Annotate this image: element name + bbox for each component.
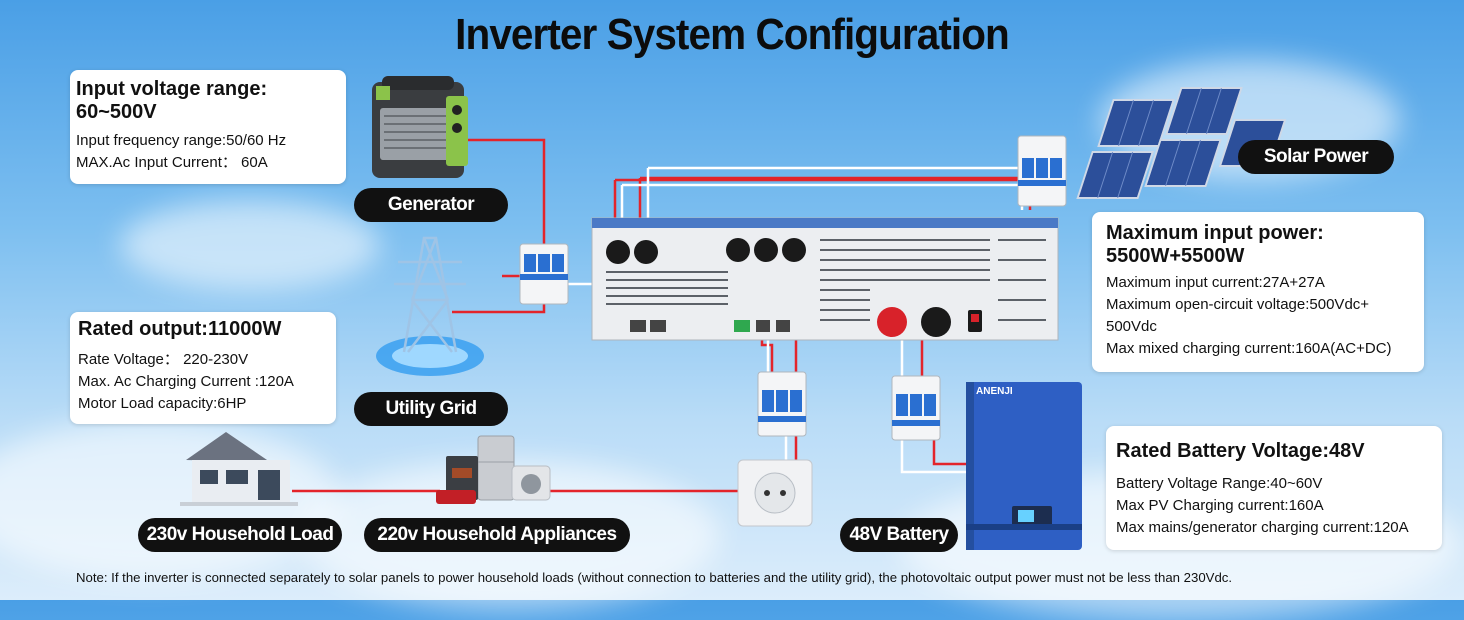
max-ac-input-current: MAX.Ac Input Current： 60A <box>76 154 268 171</box>
generator-label: Generator <box>354 188 508 222</box>
wall-socket-icon <box>737 459 813 527</box>
rate-voltage: Rate Voltage： 220-230V <box>78 351 249 368</box>
max-input-power-heading: Maximum input power: <box>1106 222 1324 244</box>
cloud <box>120 200 380 290</box>
footnote: Note: If the inverter is connected separ… <box>76 570 1233 585</box>
solar-power-label: Solar Power <box>1238 140 1394 174</box>
battery-voltage-range: Battery Voltage Range:40~60V <box>1116 475 1323 492</box>
breaker-icon <box>519 243 569 305</box>
rated-output-card: Rated output:11000W Rate Voltage： 220-23… <box>70 312 336 424</box>
transmission-tower-icon <box>376 236 484 376</box>
breaker-icon <box>1017 135 1067 207</box>
max-ac-charging-current: Max. Ac Charging Current :120A <box>78 373 294 390</box>
input-voltage-heading: Input voltage range: <box>76 78 268 100</box>
max-mixed-charging-current: Max mixed charging current:160A(AC+DC) <box>1106 340 1392 357</box>
inverter-icon <box>591 217 1059 341</box>
rated-battery-voltage-heading: Rated Battery Voltage:48V <box>1116 440 1365 462</box>
battery-label: 48V Battery <box>840 518 958 552</box>
max-open-circuit-voltage: Maximum open-circuit voltage:500Vdc+ <box>1106 296 1370 313</box>
max-open-circuit-voltage-cont: 500Vdc <box>1106 318 1157 335</box>
rated-output-heading: Rated output:11000W <box>78 318 282 340</box>
appliances-icon <box>436 435 551 504</box>
max-input-power-card: Maximum input power: 5500W+5500W Maximum… <box>1092 212 1424 372</box>
generator-icon <box>372 76 468 178</box>
page-title: Inverter System Configuration <box>455 10 1010 59</box>
breaker-icon <box>891 375 941 441</box>
utility-grid-label: Utility Grid <box>354 392 508 426</box>
max-input-current: Maximum input current:27A+27A <box>1106 274 1325 291</box>
rated-battery-voltage-card: Rated Battery Voltage:48V Battery Voltag… <box>1106 426 1442 550</box>
wiring-diagram <box>180 76 1287 550</box>
battery-icon <box>966 382 1082 550</box>
breaker-icon <box>757 371 807 437</box>
battery-brand: ANENJI <box>976 386 1013 397</box>
input-voltage-card: Input voltage range: 60~500V Input frequ… <box>70 70 346 184</box>
household-load-label: 230v Household Load <box>138 518 342 552</box>
house-icon <box>180 432 298 506</box>
max-pv-charging-current: Max PV Charging current:160A <box>1116 497 1324 514</box>
motor-load-capacity: Motor Load capacity:6HP <box>78 395 247 412</box>
input-voltage-value: 60~500V <box>76 101 157 123</box>
household-appliances-label: 220v Household Appliances <box>364 518 630 552</box>
max-input-power-value: 5500W+5500W <box>1106 245 1245 267</box>
max-mains-generator-charging-current: Max mains/generator charging current:120… <box>1116 519 1409 536</box>
input-frequency-range: Input frequency range:50/60 Hz <box>76 132 287 149</box>
